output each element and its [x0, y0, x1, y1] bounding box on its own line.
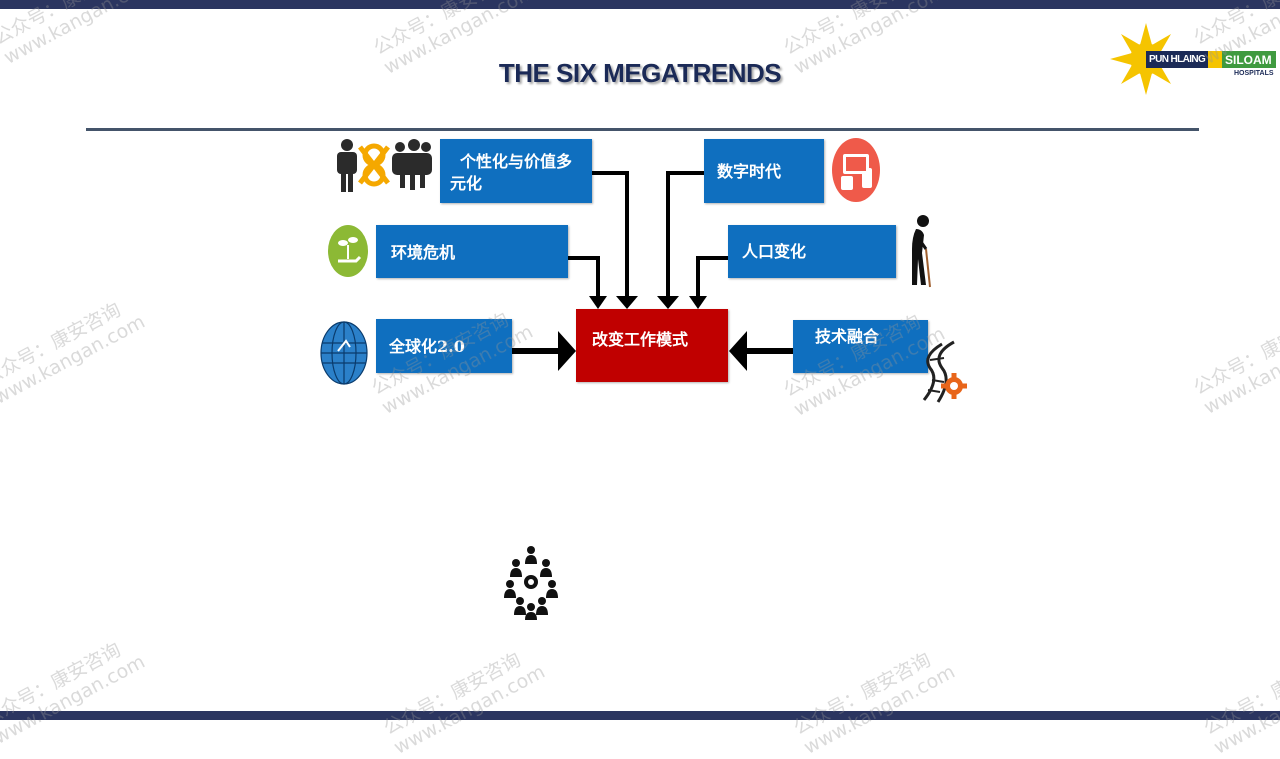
trend-box-personalization: 个性化与价值多元化 [440, 139, 592, 203]
trend-label-globalization: 全球化2.0 [389, 337, 465, 356]
center-label: 改变工作模式 [592, 330, 689, 349]
devices-icon [832, 138, 880, 202]
trend-box-globalization: 全球化2.0 [376, 319, 512, 373]
trend-label-personalization: 个性化与价值多元化 [450, 152, 573, 193]
connector-digital [666, 171, 704, 298]
slide-title: THE SIX MEGATRENDS [498, 58, 782, 88]
elderly-person-icon [912, 215, 931, 288]
arrowhead-convergence [729, 331, 747, 371]
people-network-icon [337, 139, 432, 192]
logo-left-text: PUN HLAING [1146, 51, 1208, 68]
trend-box-digital: 数字时代 [704, 139, 824, 203]
plant-hand-icon [328, 225, 368, 277]
arrowhead-personalization [616, 296, 638, 309]
trend-label-digital: 数字时代 [717, 162, 782, 181]
center-box-changing-work: 改变工作模式 [576, 309, 728, 382]
bottom-border-bar [0, 711, 1280, 720]
group-network-icon [504, 546, 558, 620]
trend-box-demographics: 人口变化 [728, 225, 896, 278]
trend-label-convergence: 技术融合 [815, 327, 880, 346]
hospital-logo: PUN HLAING SILOAM HOSPITALS [1110, 22, 1280, 98]
arrowhead-digital [657, 296, 679, 309]
diagram-connectors [512, 171, 793, 371]
trend-box-environment: 环境危机 [376, 225, 568, 278]
connector-environment [568, 256, 600, 298]
connector-personalization [592, 171, 629, 298]
trend-box-convergence: 技术融合 [793, 320, 928, 373]
top-border-bar [0, 0, 1280, 9]
arrowhead-demographics [689, 296, 707, 309]
globe-icon [320, 321, 368, 385]
connector-demographics [696, 256, 728, 298]
logo-sub-text: HOSPITALS [1234, 70, 1274, 77]
dna-gear-icon [922, 340, 967, 403]
title-divider [86, 128, 1199, 131]
arrowhead-environment [589, 296, 607, 309]
logo-right-text: SILOAM [1222, 51, 1276, 68]
logo-cross-icon [1208, 51, 1222, 68]
trend-label-demographics: 人口变化 [742, 242, 807, 261]
trend-label-environment: 环境危机 [391, 243, 456, 262]
arrowhead-globalization [558, 331, 576, 371]
